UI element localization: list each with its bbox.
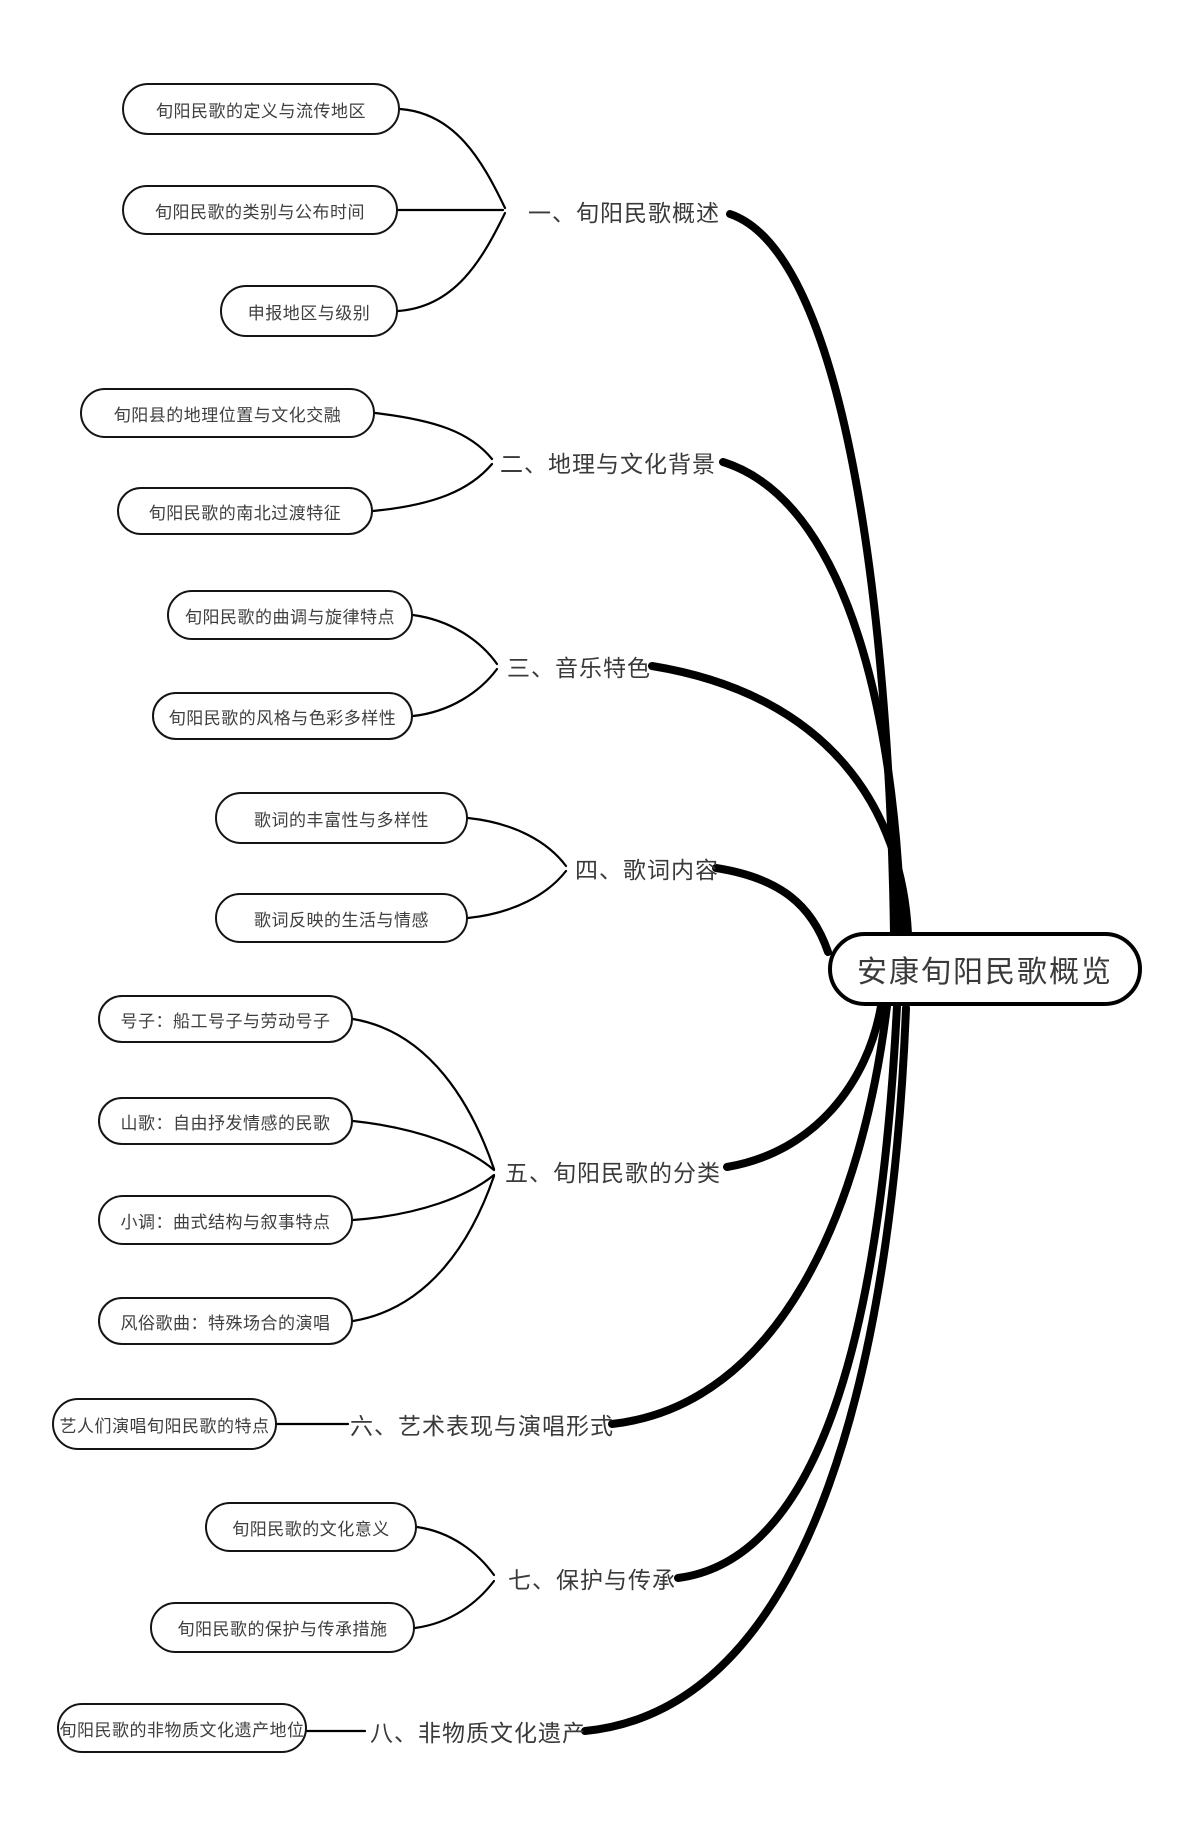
leaf-connector bbox=[396, 211, 507, 313]
leaf-node-label: 旬阳民歌的风格与色彩多样性 bbox=[168, 708, 397, 729]
leaf-node: 旬阳民歌的南北过渡特征 bbox=[117, 487, 373, 535]
leaf-node-label: 旬阳民歌的文化意义 bbox=[232, 1519, 390, 1540]
leaf-node-label: 小调：曲式结构与叙事特点 bbox=[120, 1212, 331, 1233]
leaf-node: 艺人们演唱旬阳民歌的特点 bbox=[52, 1398, 277, 1450]
leaf-node: 旬阳县的地理位置与文化交融 bbox=[80, 388, 375, 438]
trunk-curve-4 bbox=[712, 864, 832, 956]
leaf-node: 旬阳民歌的类别与公布时间 bbox=[122, 185, 398, 235]
leaf-node-label: 旬阳民歌的定义与流传地区 bbox=[156, 101, 366, 122]
root-node: 安康旬阳民歌概览 bbox=[828, 932, 1142, 1006]
trunk-curve-6 bbox=[608, 1002, 891, 1428]
branch-label-8: 八、非物质文化遗产 bbox=[370, 1721, 586, 1747]
leaf-node: 旬阳民歌的非物质文化遗产地位 bbox=[57, 1703, 307, 1753]
leaf-node: 旬阳民歌的定义与流传地区 bbox=[122, 83, 400, 135]
leaf-node: 旬阳民歌的文化意义 bbox=[205, 1502, 417, 1552]
leaf-connector bbox=[351, 1174, 496, 1323]
trunk-curve-3 bbox=[648, 662, 912, 938]
leaf-connector bbox=[413, 1579, 496, 1630]
trunk-curve-1 bbox=[726, 210, 898, 938]
leaf-connector bbox=[371, 462, 494, 513]
leaf-node: 旬阳民歌的保护与传承措施 bbox=[150, 1602, 415, 1653]
root-node-label: 安康旬阳民歌概览 bbox=[857, 955, 1113, 990]
leaf-node: 风俗歌曲：特殊场合的演唱 bbox=[98, 1297, 353, 1345]
leaf-connector bbox=[398, 107, 507, 210]
branch-label-2: 二、地理与文化背景 bbox=[500, 452, 716, 478]
leaf-node-label: 旬阳民歌的曲调与旋律特点 bbox=[185, 607, 395, 628]
leaf-node: 歌词反映的生活与情感 bbox=[215, 893, 468, 943]
leaf-connector bbox=[466, 869, 568, 920]
leaf-node-label: 号子：船工号子与劳动号子 bbox=[120, 1011, 331, 1032]
branch-label-4: 四、歌词内容 bbox=[575, 858, 719, 884]
branch-label-7: 七、保护与传承 bbox=[508, 1568, 676, 1594]
leaf-connector bbox=[351, 1119, 496, 1172]
leaf-node-label: 旬阳民歌的保护与传承措施 bbox=[177, 1620, 388, 1640]
leaf-node: 申报地区与级别 bbox=[220, 285, 398, 337]
leaf-node-label: 旬阳民歌的类别与公布时间 bbox=[155, 202, 365, 223]
leaf-node-label: 旬阳民歌的南北过渡特征 bbox=[148, 503, 342, 524]
branch-label-5: 五、旬阳民歌的分类 bbox=[505, 1161, 721, 1187]
leaf-node-label: 申报地区与级别 bbox=[247, 303, 371, 324]
trunk-curve-8 bbox=[581, 1004, 910, 1735]
leaf-connector bbox=[466, 816, 568, 868]
leaf-node: 小调：曲式结构与叙事特点 bbox=[98, 1195, 353, 1245]
leaf-connector bbox=[415, 1525, 496, 1577]
leaf-node: 旬阳民歌的风格与色彩多样性 bbox=[152, 692, 413, 740]
branch-label-6: 六、艺术表现与演唱形式 bbox=[350, 1414, 614, 1440]
leaf-node-label: 歌词的丰富性与多样性 bbox=[254, 810, 429, 831]
leaf-node-label: 艺人们演唱旬阳民歌的特点 bbox=[59, 1416, 270, 1437]
leaf-connector bbox=[373, 411, 494, 461]
leaf-node: 歌词的丰富性与多样性 bbox=[215, 792, 468, 844]
leaf-node-label: 旬阳民歌的非物质文化遗产地位 bbox=[59, 1720, 305, 1741]
leaf-connector bbox=[351, 1173, 496, 1222]
trunk-curve-7 bbox=[674, 1002, 901, 1582]
branch-label-3: 三、音乐特色 bbox=[507, 656, 651, 682]
leaf-node: 旬阳民歌的曲调与旋律特点 bbox=[167, 590, 413, 640]
leaf-connector bbox=[411, 613, 499, 666]
leaf-node-label: 风俗歌曲：特殊场合的演唱 bbox=[120, 1313, 331, 1334]
branch-label-1: 一、旬阳民歌概述 bbox=[528, 201, 720, 227]
trunk-curves bbox=[581, 210, 912, 1735]
leaf-node-label: 歌词反映的生活与情感 bbox=[254, 910, 429, 931]
leaf-node-label: 旬阳县的地理位置与文化交融 bbox=[113, 405, 342, 426]
leaf-node: 山歌：自由抒发情感的民歌 bbox=[98, 1097, 353, 1145]
leaf-node-label: 山歌：自由抒发情感的民歌 bbox=[120, 1113, 331, 1134]
leaf-node: 号子：船工号子与劳动号子 bbox=[98, 995, 353, 1043]
leaf-connectors bbox=[275, 107, 568, 1733]
trunk-curve-5 bbox=[723, 1002, 885, 1171]
leaf-connector bbox=[351, 1017, 496, 1171]
leaf-connector bbox=[411, 667, 499, 718]
